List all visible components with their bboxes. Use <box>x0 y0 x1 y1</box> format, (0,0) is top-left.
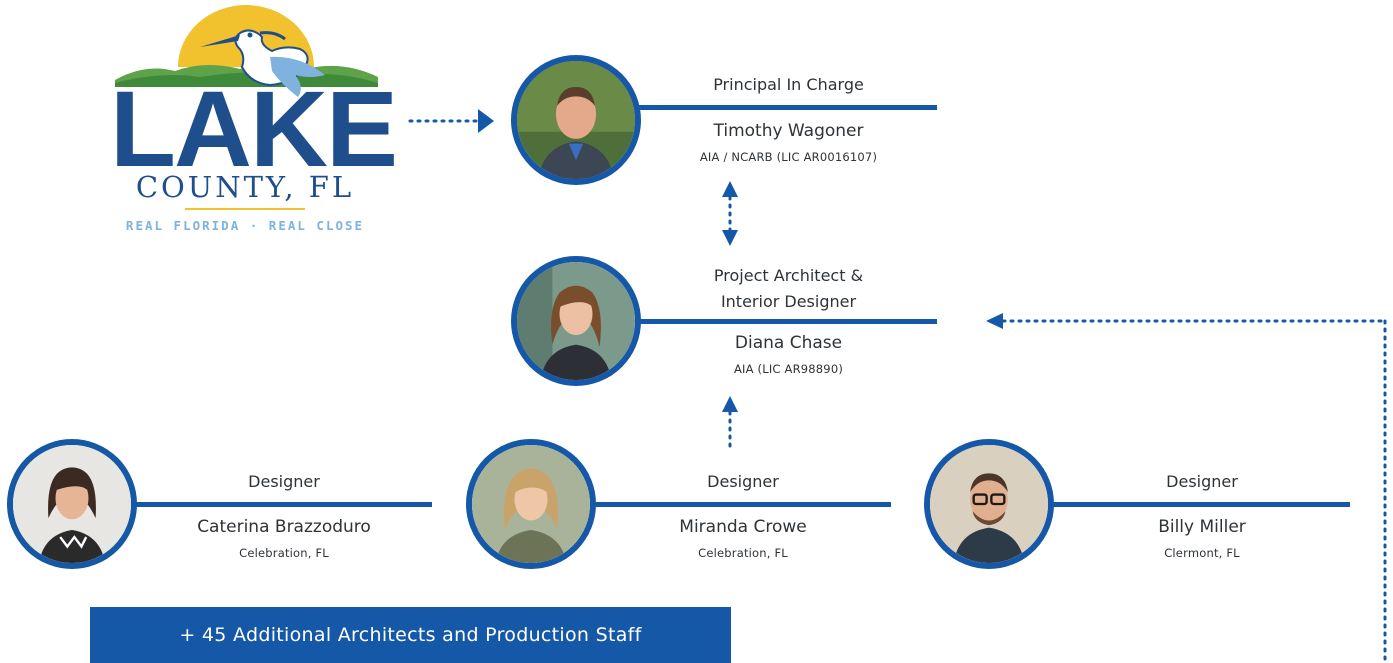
designer1-role: Designer <box>248 472 320 491</box>
architect-credentials: AIA (LIC AR98890) <box>733 362 844 376</box>
designer3-role: Designer <box>1166 472 1238 491</box>
designer3-location: Clermont, FL <box>1164 546 1240 560</box>
logo-subtitle: COUNTY, FL <box>135 170 355 204</box>
arrowhead-right-icon <box>478 109 494 133</box>
designer2-avatar <box>466 439 596 569</box>
principal-bar <box>636 105 937 110</box>
principal-role: Principal In Charge <box>713 75 864 94</box>
principal-credentials: AIA / NCARB (LIC AR0016107) <box>699 150 878 164</box>
arrowhead-up-icon <box>722 181 738 197</box>
principal-name: Timothy Wagoner <box>713 121 864 141</box>
arrowhead-down-icon <box>722 230 738 246</box>
logo-divider <box>185 208 305 210</box>
designer2-role: Designer <box>707 472 779 491</box>
designer3-bar <box>1049 502 1350 507</box>
designer1-name: Caterina Brazzoduro <box>197 517 371 537</box>
architect-avatar <box>511 256 641 386</box>
designer2-location: Celebration, FL <box>698 546 788 560</box>
arrowhead-left-icon <box>986 313 1003 329</box>
architect-name: Diana Chase <box>734 333 843 353</box>
architect-role-line1: Project Architect & <box>713 266 864 285</box>
designer1-avatar <box>7 439 137 569</box>
designer3-name: Billy Miller <box>1158 517 1246 537</box>
designer3-avatar <box>924 439 1054 569</box>
designer2-bar <box>591 502 891 507</box>
designer1-bar <box>132 502 432 507</box>
designer2-name: Miranda Crowe <box>679 517 807 537</box>
architect-bar <box>636 319 937 324</box>
designer1-location: Celebration, FL <box>239 546 329 560</box>
arrowhead-up-icon <box>722 396 738 412</box>
logo-title: LAKE <box>110 68 398 189</box>
additional-staff-banner: + 45 Additional Architects and Productio… <box>90 607 731 663</box>
logo-tagline: REAL FLORIDA · REAL CLOSE <box>125 218 365 233</box>
lake-county-logo: LAKE COUNTY, FL REAL FLORIDA · REAL CLOS… <box>100 5 398 240</box>
principal-avatar <box>511 55 641 185</box>
architect-role-line2: Interior Designer <box>720 292 857 311</box>
heron-sun-emblem <box>115 5 378 97</box>
